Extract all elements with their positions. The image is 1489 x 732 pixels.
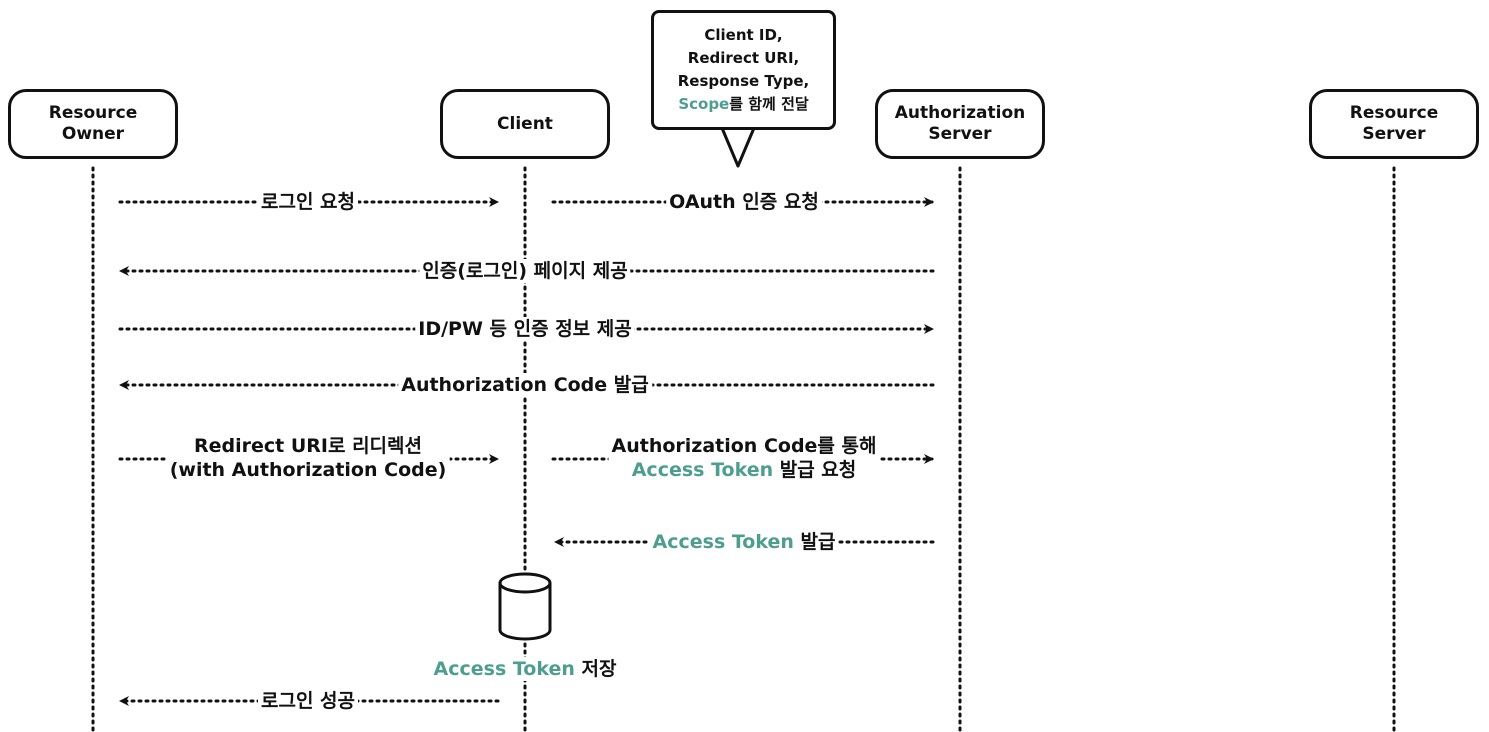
database-icon [498,572,552,641]
label-oauth-request: OAuth 인증 요청 [666,190,822,214]
callout-tail [720,128,756,168]
label-auth-page: 인증(로그인) 페이지 제공 [419,259,631,283]
label-store-token: Access Token 저장 [430,657,620,681]
label-login-request: 로그인 요청 [257,190,359,214]
label-credentials: ID/PW 등 인증 정보 제공 [415,317,635,341]
scope-highlight: Scope [678,95,730,113]
label-redirect: Redirect URI로 리디렉션 (with Authorization C… [166,434,450,482]
callout-bubble: Client ID, Redirect URI, Response Type, … [651,10,836,130]
actor-client: Client [440,89,610,159]
label-token-request: Authorization Code를 통해 Access Token 발급 요… [608,434,880,482]
label-auth-code: Authorization Code 발급 [398,373,652,397]
label-token-issue: Access Token 발급 [649,530,839,554]
label-login-success: 로그인 성공 [257,689,359,713]
